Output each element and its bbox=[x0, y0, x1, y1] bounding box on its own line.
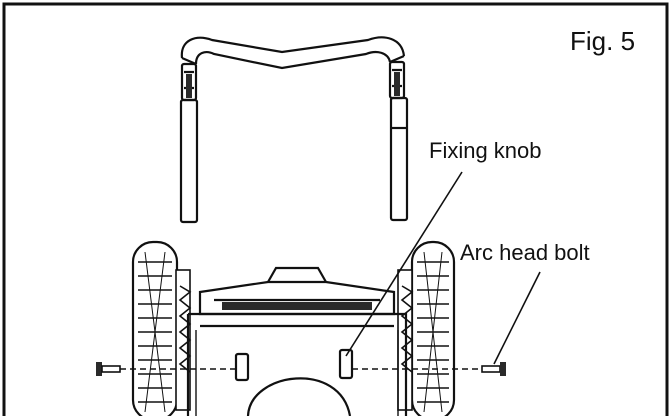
upper-handle bbox=[179, 36, 409, 224]
left-wheel bbox=[131, 240, 191, 416]
right-wheel bbox=[397, 240, 456, 416]
arc-head-bolt-callout: Arc head bolt bbox=[460, 240, 590, 265]
mower-deck bbox=[186, 266, 408, 416]
cover-vent bbox=[222, 302, 372, 310]
arc-head-bolt-leader bbox=[493, 271, 541, 365]
right-arc-head-bolt bbox=[481, 362, 506, 376]
left-side-teeth bbox=[178, 285, 192, 373]
figure-label: Fig. 5 bbox=[570, 26, 636, 56]
right-hinge-clamp bbox=[394, 72, 400, 96]
left-arc-head-bolt bbox=[96, 362, 121, 376]
fixing-knob-leader bbox=[345, 171, 463, 357]
right-side-teeth bbox=[400, 285, 414, 373]
fixing-knob-callout: Fixing knob bbox=[429, 138, 542, 163]
left-hinge-clamp bbox=[186, 74, 192, 98]
